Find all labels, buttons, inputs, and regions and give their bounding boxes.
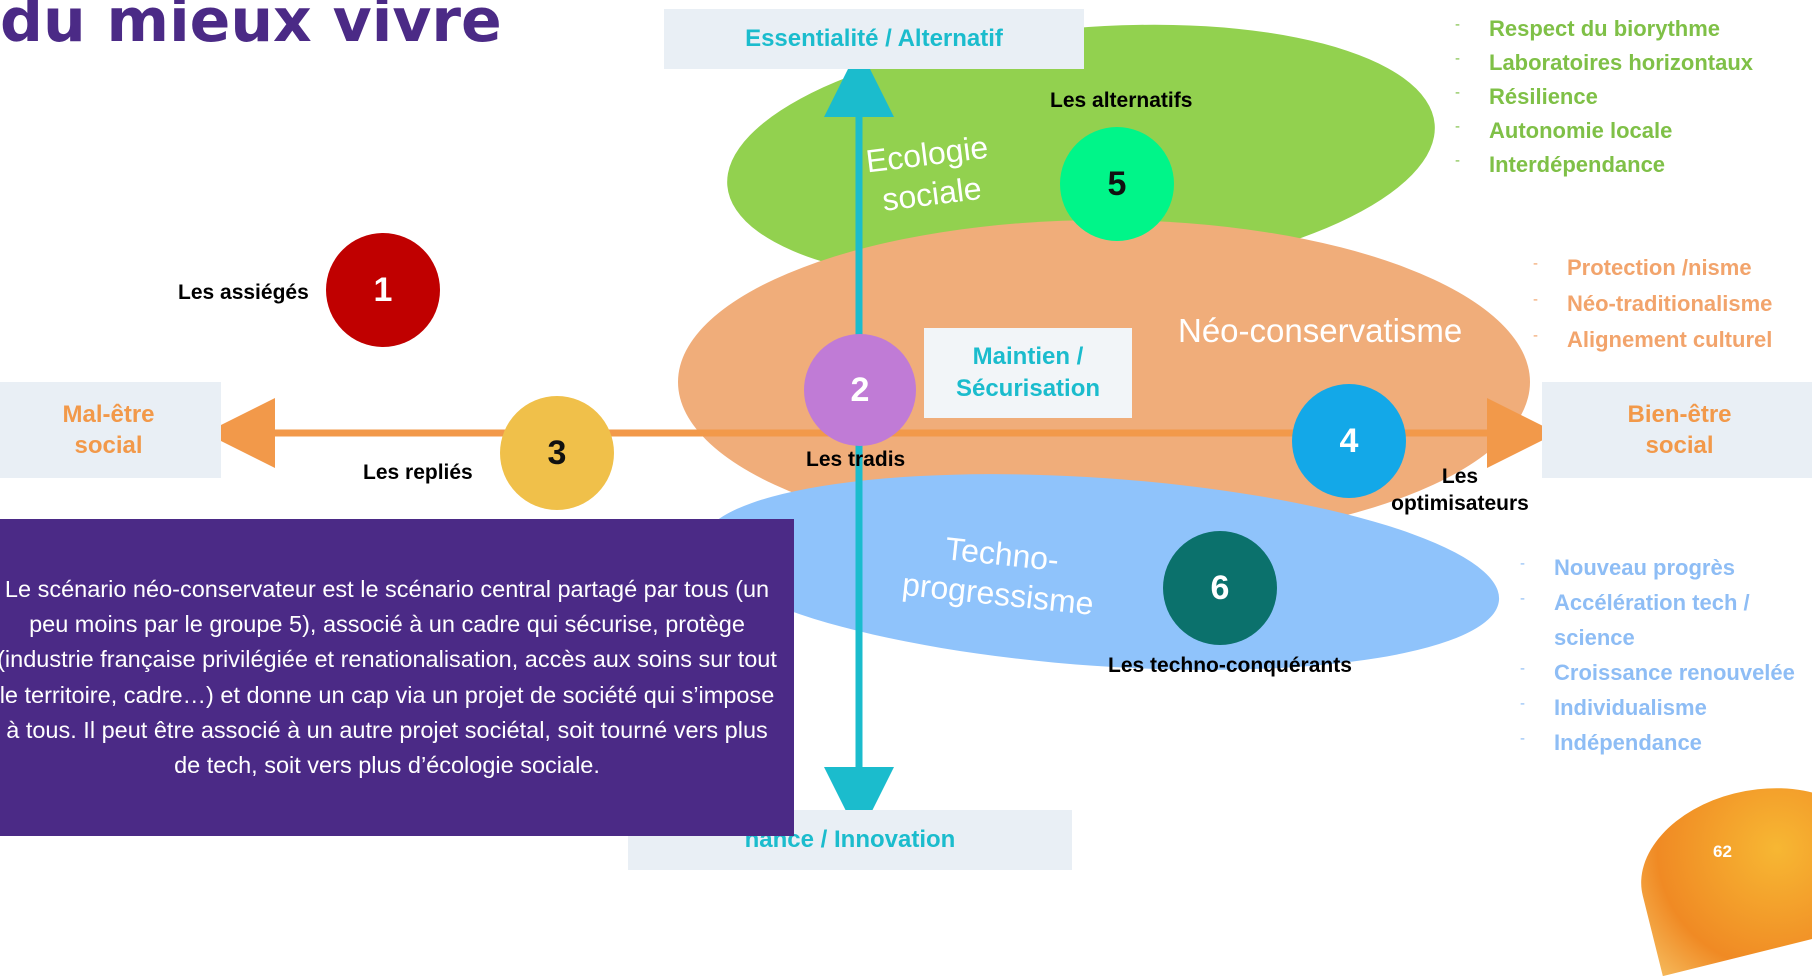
neo-conservatism-label: Néo-conservatisme (1178, 312, 1463, 349)
orange-values-list: Protection /nisme Néo-traditionalisme Al… (1533, 246, 1772, 358)
list-item: Résilience (1455, 76, 1753, 114)
list-item: Croissance renouvelée (1520, 651, 1812, 690)
page-title: du mieux vivre (0, 0, 502, 56)
axis-left-label: Mal-être social (0, 382, 221, 478)
axis-top-label: Essentialité / Alternatif (664, 9, 1084, 69)
blue-values-list: Nouveau progrès Accélération tech / scie… (1520, 546, 1812, 760)
group-4-circle: 4 (1292, 384, 1406, 498)
list-item: Laboratoires horizontaux (1455, 42, 1753, 80)
center-label-line1: Maintien / (972, 342, 1084, 370)
list-item: Nouveau progrès (1520, 546, 1812, 585)
list-item: Accélération tech / science (1520, 581, 1812, 655)
summary-note-text: Le scénario néo-conservateur est le scén… (0, 575, 777, 778)
group-3-circle: 3 (500, 396, 614, 510)
list-item: Protection /nisme (1533, 246, 1772, 286)
group-1-circle: 1 (326, 233, 440, 347)
center-axis-label: Maintien / Sécurisation (924, 328, 1132, 418)
group-4-label-line1: Les (1441, 465, 1479, 488)
group-1-label: Les assiégés (178, 281, 309, 304)
axis-left-line1: Mal-être (62, 400, 155, 428)
group-6-label: Les techno-conquérants (1108, 654, 1352, 677)
group-2-label: Les tradis (806, 448, 906, 471)
list-item: Respect du biorythme (1455, 8, 1753, 46)
axis-right-label: Bien-être social (1542, 382, 1812, 478)
axis-right-line1: Bien-être (1627, 400, 1732, 428)
list-item: Alignement culturel (1533, 318, 1772, 358)
axis-left-line2: social (74, 432, 143, 459)
list-item: Interdépendance (1455, 144, 1753, 182)
axis-right-line2: social (1645, 432, 1714, 459)
group-5-label: Les alternatifs (1050, 89, 1193, 112)
center-label-line2: Sécurisation (955, 375, 1101, 402)
green-values-list: Respect du biorythme Laboratoires horizo… (1455, 8, 1753, 182)
group-5-circle: 5 (1060, 127, 1174, 241)
list-item: Néo-traditionalisme (1533, 282, 1772, 322)
page-number: 62 (1713, 842, 1732, 861)
list-item: Indépendance (1520, 721, 1812, 760)
ecology-label: Ecologie sociale (864, 127, 996, 221)
list-item: Autonomie locale (1455, 110, 1753, 148)
list-item: Individualisme (1520, 686, 1812, 725)
group-2-circle: 2 (804, 334, 916, 446)
group-6-circle: 6 (1163, 531, 1277, 645)
group-3-label: Les repliés (363, 461, 473, 484)
summary-note-box: Le scénario néo-conservateur est le scén… (0, 519, 794, 836)
group-4-label: Les optimisateurs (1380, 463, 1540, 518)
group-4-label-line2: optimisateurs (1391, 492, 1529, 516)
